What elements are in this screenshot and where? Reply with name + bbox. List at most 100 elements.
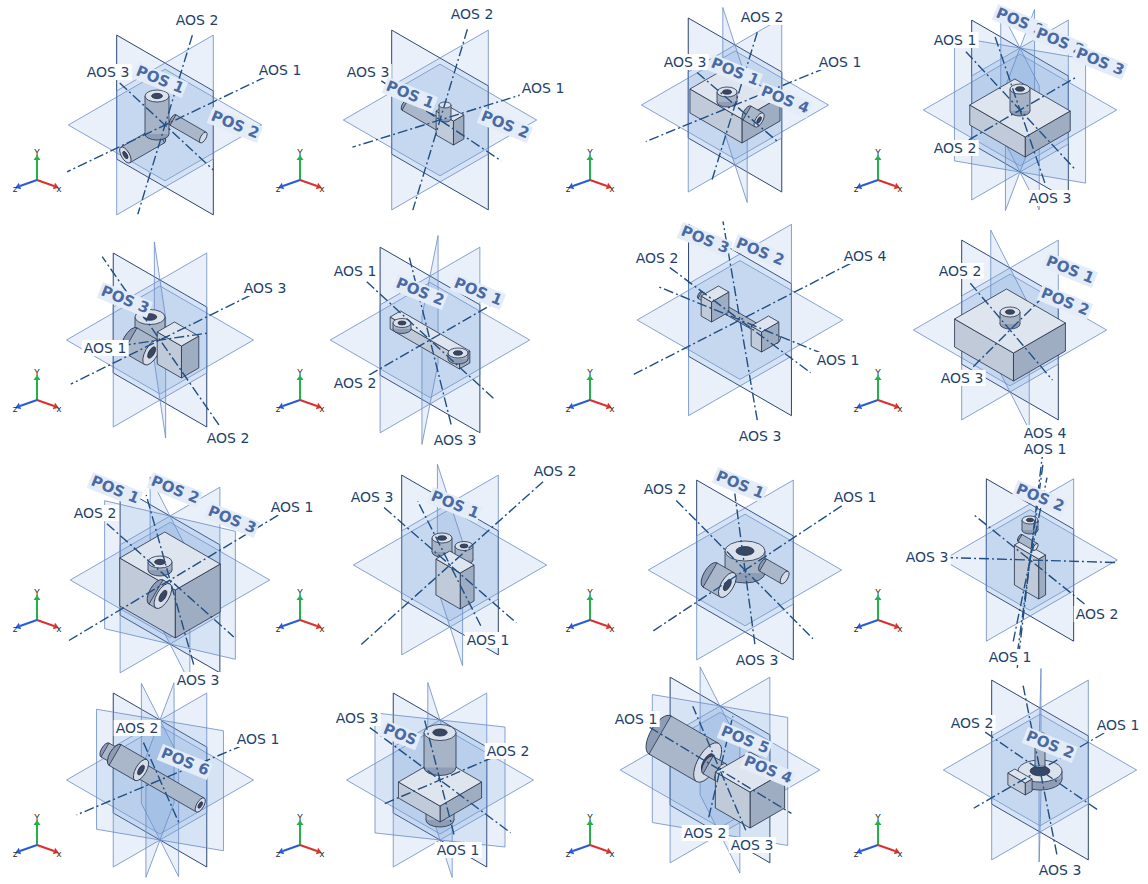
triad-label: Y	[587, 368, 593, 378]
triad-label: x	[897, 184, 902, 194]
axis-label: AOS 1	[465, 632, 512, 648]
triad-label: x	[319, 849, 324, 859]
bore-hole	[722, 578, 733, 592]
part-panel	[648, 480, 841, 660]
symmetry-axis	[1023, 685, 1057, 854]
axis-label: AOS 3	[334, 710, 381, 726]
triad-label: Y	[875, 368, 881, 378]
symmetry-axis	[425, 721, 454, 835]
axis-label: AOS 1	[932, 32, 979, 48]
plane-label: POS 2	[1012, 480, 1069, 516]
triad-label: x	[609, 624, 614, 634]
axis-label: AOS 3	[734, 652, 781, 668]
triad-label: z	[566, 624, 571, 634]
symmetry-axis	[71, 295, 251, 384]
axis-label: AOS 3	[729, 837, 776, 853]
symmetry-axis	[995, 35, 1045, 183]
triad-arrow	[861, 845, 878, 851]
triad-label: Y	[875, 588, 881, 598]
triad-arrow	[283, 620, 300, 626]
axis-label: AOS 1	[1095, 717, 1142, 733]
axis-triad	[568, 595, 611, 629]
cylinder-edge	[439, 105, 440, 119]
axis-label: AOS 3	[349, 489, 396, 505]
triad-label: z	[566, 184, 571, 194]
axis-label: AOS 4	[1022, 425, 1069, 441]
axis-label: AOS 2	[949, 715, 996, 731]
plane-label: POS	[379, 720, 421, 750]
symmetry-axis	[969, 78, 1075, 140]
triad-arrow	[283, 845, 300, 851]
symmetry-plane	[697, 480, 794, 660]
triad-arrow	[878, 180, 895, 186]
axis-label: AOS 3	[242, 280, 289, 296]
triad-label: z	[13, 849, 18, 859]
axis-label: AOS 3	[939, 370, 986, 386]
axis-label: AOS 2	[332, 375, 379, 391]
triad-arrow	[37, 180, 54, 186]
triad-label: x	[56, 184, 61, 194]
triad-arrow	[300, 180, 317, 186]
triad-label: z	[13, 404, 18, 414]
cylinder-edge	[452, 538, 453, 552]
bore-hole	[736, 547, 754, 556]
part-model	[970, 79, 1070, 157]
symmetry-axis	[973, 514, 1084, 604]
axis-label: AOS 2	[634, 250, 681, 266]
plane-label: POS 2	[1022, 727, 1079, 763]
axis-label: AOS 1	[832, 489, 879, 505]
triad-label: z	[854, 849, 859, 859]
triad-arrow	[300, 400, 317, 406]
part-panel	[66, 683, 253, 878]
axis-triad	[15, 595, 58, 629]
cylinder-edge	[456, 733, 457, 768]
symmetry-plane	[689, 224, 792, 415]
symmetry-axis	[693, 706, 746, 830]
part-panel	[67, 35, 265, 215]
triad-arrow	[299, 160, 301, 180]
triad-label: Y	[297, 148, 303, 158]
triad-label: Y	[875, 148, 881, 158]
cylinder-edge	[1030, 89, 1031, 111]
symmetry-axis	[657, 286, 823, 354]
triad-arrow	[589, 825, 591, 845]
part-face	[1039, 555, 1046, 599]
triad-label: z	[13, 184, 18, 194]
axis-label: AOS 2	[937, 263, 984, 279]
symmetry-axis	[361, 482, 543, 645]
cylinder-end	[1000, 307, 1020, 317]
triad-arrow	[283, 400, 300, 406]
cylinder-end	[130, 757, 151, 783]
symmetry-plane	[620, 712, 820, 827]
triad-arrow	[590, 400, 607, 406]
axis-label: AOS 2	[682, 825, 729, 841]
triad-arrow	[299, 825, 301, 845]
triad-label: Y	[297, 588, 303, 598]
plane-label: POS 1	[87, 472, 144, 508]
triad-arrow	[573, 620, 590, 626]
axis-label: AOS 2	[642, 481, 689, 497]
triad-arrow	[20, 400, 37, 406]
symmetry-axis	[670, 268, 811, 373]
triad-label: z	[13, 624, 18, 634]
cylinder-end	[725, 541, 765, 561]
triad-arrow	[589, 160, 591, 180]
triad-label: z	[566, 404, 571, 414]
cylinder-end	[198, 131, 209, 144]
bore-hole	[157, 589, 168, 603]
symmetry-axis	[121, 333, 207, 345]
axis-triad	[15, 375, 58, 409]
axis-triad	[278, 155, 321, 189]
plane-label: POS 3	[677, 222, 734, 258]
cylinder-edge	[1010, 89, 1011, 111]
axis-label: AOS 1	[987, 649, 1034, 665]
axis-label: AOS 1	[435, 842, 482, 858]
triad-label: Y	[587, 148, 593, 158]
part-panel	[641, 7, 828, 202]
bore-hole	[454, 351, 463, 355]
triad-label: x	[319, 184, 324, 194]
axis-label: AOS 2	[1074, 606, 1121, 622]
part-panel	[913, 230, 1106, 430]
plane-label: POS 2	[732, 234, 789, 270]
triad-arrow	[36, 825, 38, 845]
